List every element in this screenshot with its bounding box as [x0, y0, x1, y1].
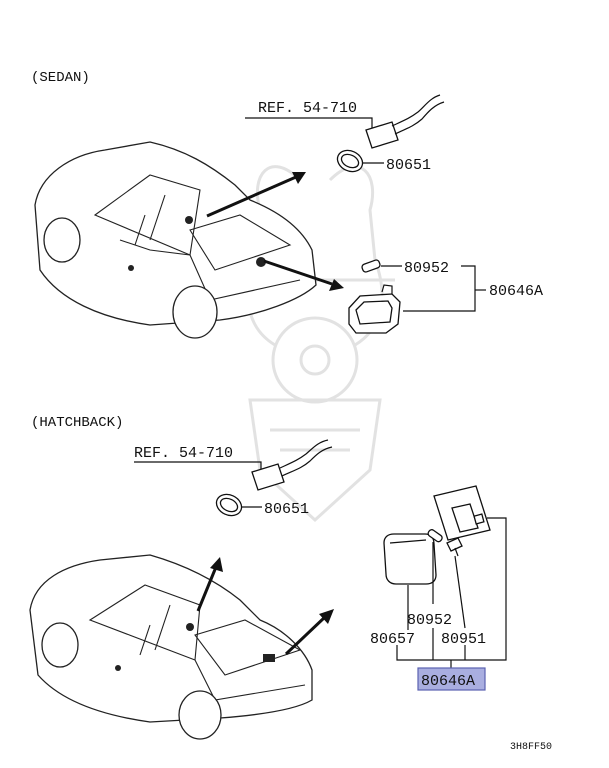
hatchback-bulb-part — [427, 529, 443, 543]
sedan-socket-wire — [245, 94, 445, 149]
hatchback-cover-part-number: 80657 — [370, 631, 415, 648]
sedan-bracket-line — [403, 265, 476, 312]
sedan-assembly-part-number: 80646A — [489, 283, 543, 300]
hatchback-cover-part — [383, 533, 437, 585]
hatchback-leader-lines — [396, 517, 507, 668]
sedan-bulb-part-number: 80952 — [404, 260, 449, 277]
hatchback-ref-label: REF. 54-710 — [134, 445, 233, 462]
sedan-bulb-part — [361, 259, 402, 273]
hatchback-screw-part — [446, 537, 463, 557]
hatchback-bulb-part-number: 80952 — [407, 612, 452, 629]
sedan-lens-part — [336, 149, 384, 173]
diagram-code: 3H8FF50 — [510, 742, 552, 753]
hatchback-assembly-part-number[interactable]: 80646A — [421, 673, 475, 690]
assembly-highlight-box[interactable] — [417, 667, 486, 691]
hatchback-screw-part-number: 80951 — [441, 631, 486, 648]
hatchback-section-title: (HATCHBACK) — [31, 415, 123, 431]
sedan-car-illustration — [34, 141, 317, 339]
sedan-arrows — [206, 172, 344, 291]
sedan-lens-part-number: 80651 — [386, 157, 431, 174]
hatchback-arrows — [196, 557, 334, 656]
hatchback-lens-part-number: 80651 — [264, 501, 309, 518]
sedan-section-title: (SEDAN) — [31, 70, 90, 86]
sedan-housing-part — [348, 284, 401, 334]
hatchback-housing-part — [433, 485, 491, 541]
hatchback-socket-wire — [134, 439, 333, 491]
hatchback-car-illustration — [29, 554, 313, 740]
hatchback-lens-part — [215, 493, 262, 517]
sedan-ref-label: REF. 54-710 — [258, 100, 357, 117]
